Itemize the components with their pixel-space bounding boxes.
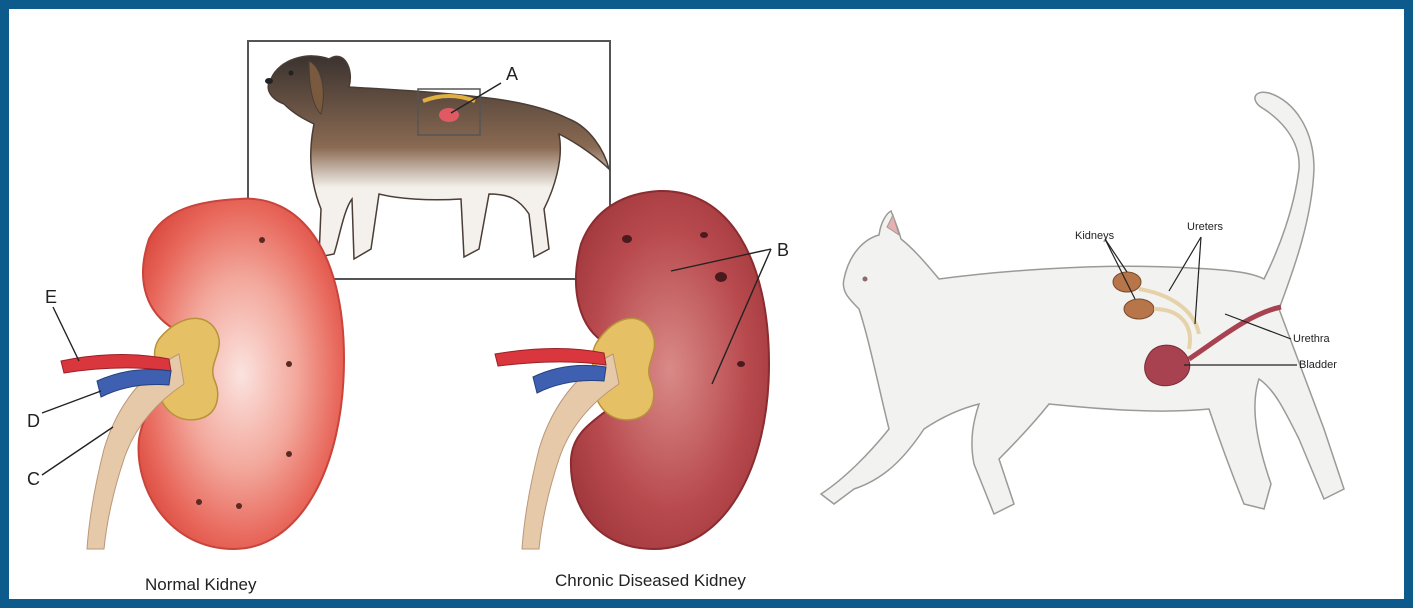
cat-kidney-lower — [1124, 299, 1154, 319]
label-kidneys: Kidneys — [1075, 230, 1114, 242]
illustration-canvas — [9, 9, 1404, 599]
cat-bladder — [1145, 345, 1190, 386]
label-urethra: Urethra — [1293, 333, 1330, 345]
label-e: E — [45, 287, 57, 308]
normal-kidney — [42, 199, 344, 549]
label-b: B — [777, 240, 789, 261]
label-a: A — [506, 64, 518, 85]
label-ureters: Ureters — [1187, 221, 1223, 233]
diseased-artery — [495, 348, 606, 366]
pointer-e — [53, 307, 79, 361]
pointer-d — [42, 391, 101, 413]
label-d: D — [27, 411, 40, 432]
label-c: C — [27, 469, 40, 490]
caption-diseased-kidney: Chronic Diseased Kidney — [555, 571, 746, 591]
caption-normal-kidney: Normal Kidney — [145, 575, 257, 595]
cat-illustration — [821, 92, 1344, 514]
label-bladder: Bladder — [1299, 359, 1337, 371]
